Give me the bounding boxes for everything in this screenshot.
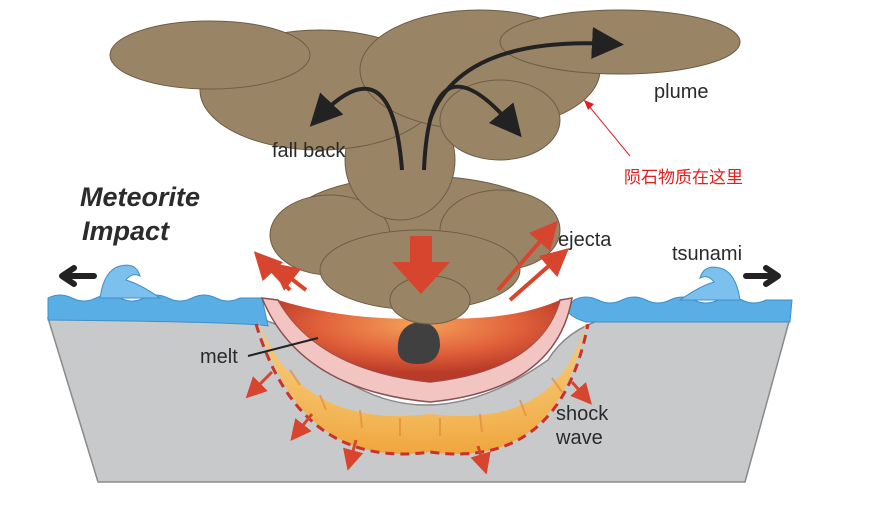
shock-arrows [245,370,592,475]
tsunami-arrow-right [743,265,781,287]
ocean-right [565,296,793,323]
shock-wave-zone [258,320,586,454]
cloud [109,9,741,325]
tsunami-wave-right [678,266,741,301]
impactor [397,322,440,364]
shock-wave-label-line2: wave [555,427,603,449]
ejecta-arrows [253,220,570,302]
tsunami-label: tsunami [672,243,742,265]
annotation-pointer [583,99,631,157]
impact-arrow [392,236,450,294]
plume-label: plume [654,81,708,103]
melt-label: melt [200,346,238,368]
fall-back-label: fall back [272,140,346,162]
shock-wave-front [254,323,590,456]
diagram-title-line2: Impact [82,216,170,246]
fall-back-arrows [309,26,624,171]
diagram-title-line1: Meteorite [80,182,200,212]
ocean-left [47,294,269,327]
melt-pointer [247,337,319,357]
shock-rays [289,369,563,436]
annotation-text: 陨石物质在这里 [624,168,743,188]
tsunami-wave-left [99,264,162,299]
annotation-pointer-head [584,100,594,110]
tsunami-arrow-left [59,265,97,287]
ejecta-label: ejecta [558,229,612,251]
shock-wave-label-line1: shock [556,403,609,425]
